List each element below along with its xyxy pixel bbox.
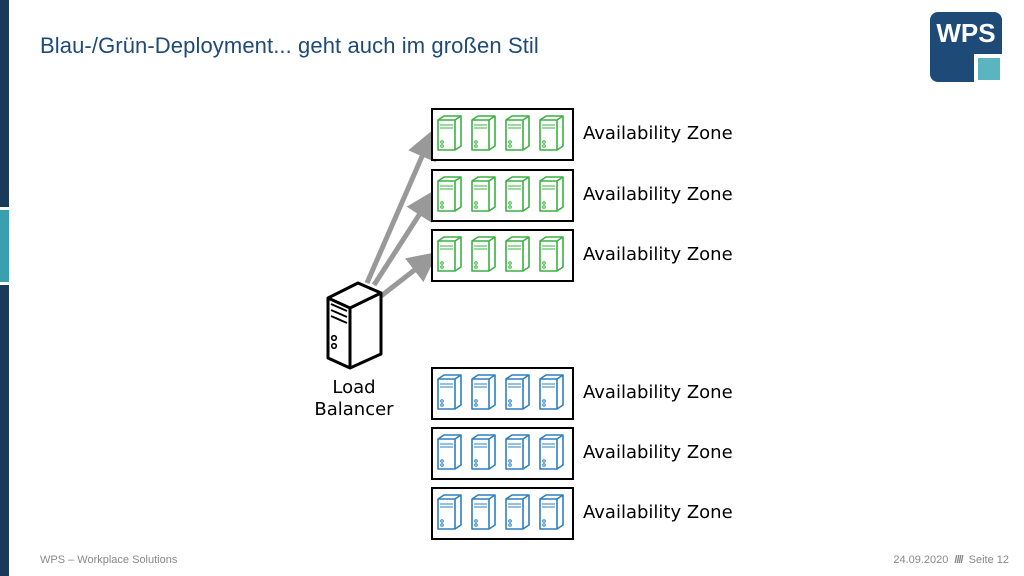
slide-title: Blau-/Grün-Deployment... geht auch im gr… — [40, 33, 539, 58]
availability-zone-2 — [431, 169, 574, 222]
load-balancer-label-line1: Load — [332, 377, 376, 398]
availability-zone-label: Availability Zone — [583, 123, 733, 144]
load-balancer-label-line2: Balancer — [314, 399, 394, 420]
footer-separator: //// — [954, 554, 963, 566]
availability-zone-label: Availability Zone — [583, 244, 733, 265]
footer-page-number: Seite 12 — [968, 554, 1009, 566]
logo-text: WPS — [936, 18, 995, 48]
load-balancer-label: Load Balancer — [312, 377, 396, 421]
server-icon — [505, 115, 530, 151]
server-icon — [471, 494, 496, 530]
server-icon — [437, 374, 462, 410]
server-icon — [505, 176, 530, 212]
server-icon — [437, 494, 462, 530]
server-icon — [437, 176, 462, 212]
footer-date: 24.09.2020 — [893, 554, 949, 566]
availability-zone-label: Availability Zone — [583, 382, 733, 403]
server-icon — [471, 434, 496, 470]
server-icon — [471, 374, 496, 410]
routing-arrow — [379, 251, 438, 298]
section-marker — [0, 210, 9, 282]
routing-arrow — [371, 189, 436, 287]
server-icon — [505, 236, 530, 272]
server-icon — [539, 434, 564, 470]
availability-zone-label: Availability Zone — [583, 184, 733, 205]
availability-zone-5 — [431, 427, 574, 480]
wps-logo: WPS — [930, 12, 1002, 82]
footer-company: WPS – Workplace Solutions — [40, 554, 178, 566]
availability-zone-1 — [431, 108, 574, 161]
server-icon — [505, 374, 530, 410]
server-icon — [539, 236, 564, 272]
server-icon — [539, 176, 564, 212]
server-icon — [505, 434, 530, 470]
availability-zone-3 — [431, 229, 574, 282]
availability-zone-4 — [431, 367, 574, 420]
load-balancer-server-icon — [326, 281, 383, 370]
server-icon — [539, 115, 564, 151]
availability-zone-label: Availability Zone — [583, 442, 733, 463]
footer-meta: 24.09.2020 //// Seite 12 — [893, 554, 1009, 566]
left-accent-bar — [0, 0, 9, 576]
availability-zone-label: Availability Zone — [583, 502, 733, 523]
routing-arrow — [364, 128, 436, 284]
availability-zone-6 — [431, 487, 574, 540]
server-icon — [505, 494, 530, 530]
server-icon — [437, 236, 462, 272]
server-icon — [437, 115, 462, 151]
server-icon — [471, 236, 496, 272]
server-icon — [539, 494, 564, 530]
server-icon — [471, 176, 496, 212]
server-icon — [539, 374, 564, 410]
server-icon — [471, 115, 496, 151]
server-icon — [437, 434, 462, 470]
